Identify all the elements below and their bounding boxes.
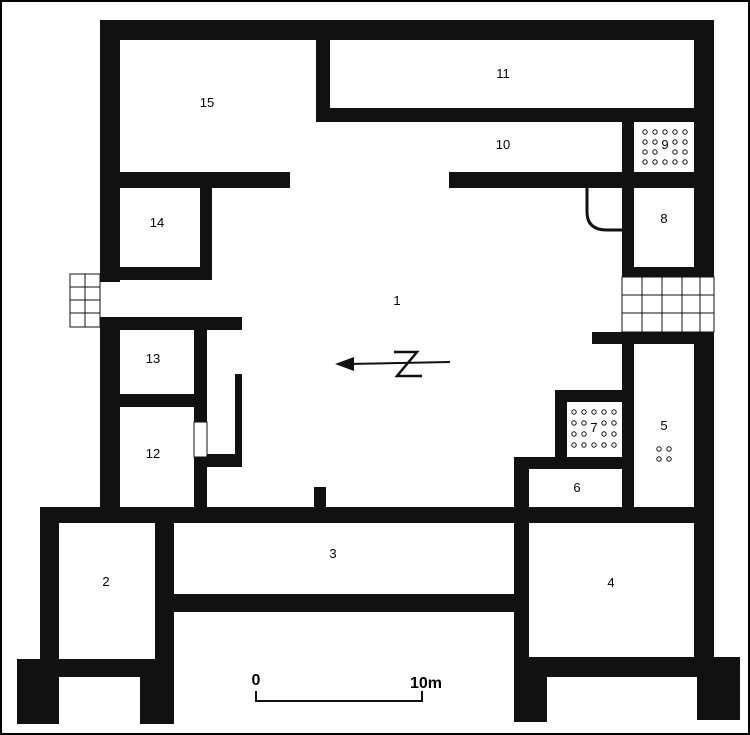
column-bases-room-5 (656, 446, 672, 462)
column-bases-room-9 (642, 129, 688, 165)
staircase-east (621, 276, 715, 333)
scale-bar: 0 10m (252, 672, 442, 702)
room-label-1: 1 (393, 293, 400, 308)
room-label-12: 12 (146, 446, 160, 461)
room-label-14: 14 (150, 215, 164, 230)
room-label-13: 13 (146, 351, 160, 366)
room-label-11: 11 (496, 66, 510, 81)
room-label-9: 9 (661, 137, 668, 152)
north-arrow (335, 350, 451, 378)
scale-bar-end: 10m (410, 675, 442, 692)
entrance-steps-west (69, 273, 101, 328)
room-label-15: 15 (200, 95, 214, 110)
column-bases-room-7 (571, 409, 617, 448)
room-label-5: 5 (660, 418, 667, 433)
scale-bar-start: 0 (252, 672, 261, 689)
room-label-2: 2 (102, 574, 109, 589)
room-label-6: 6 (573, 480, 580, 495)
room-label-8: 8 (660, 211, 667, 226)
room-label-3: 3 (329, 546, 336, 561)
room-label-10: 10 (496, 137, 510, 152)
curved-door (585, 188, 622, 232)
room-label-7: 7 (590, 420, 597, 435)
room-labels: 1 2 3 4 5 6 7 8 9 10 11 12 13 14 15 (102, 66, 668, 590)
doorway (193, 421, 208, 458)
room-label-4: 4 (607, 575, 614, 590)
walls (17, 20, 740, 724)
